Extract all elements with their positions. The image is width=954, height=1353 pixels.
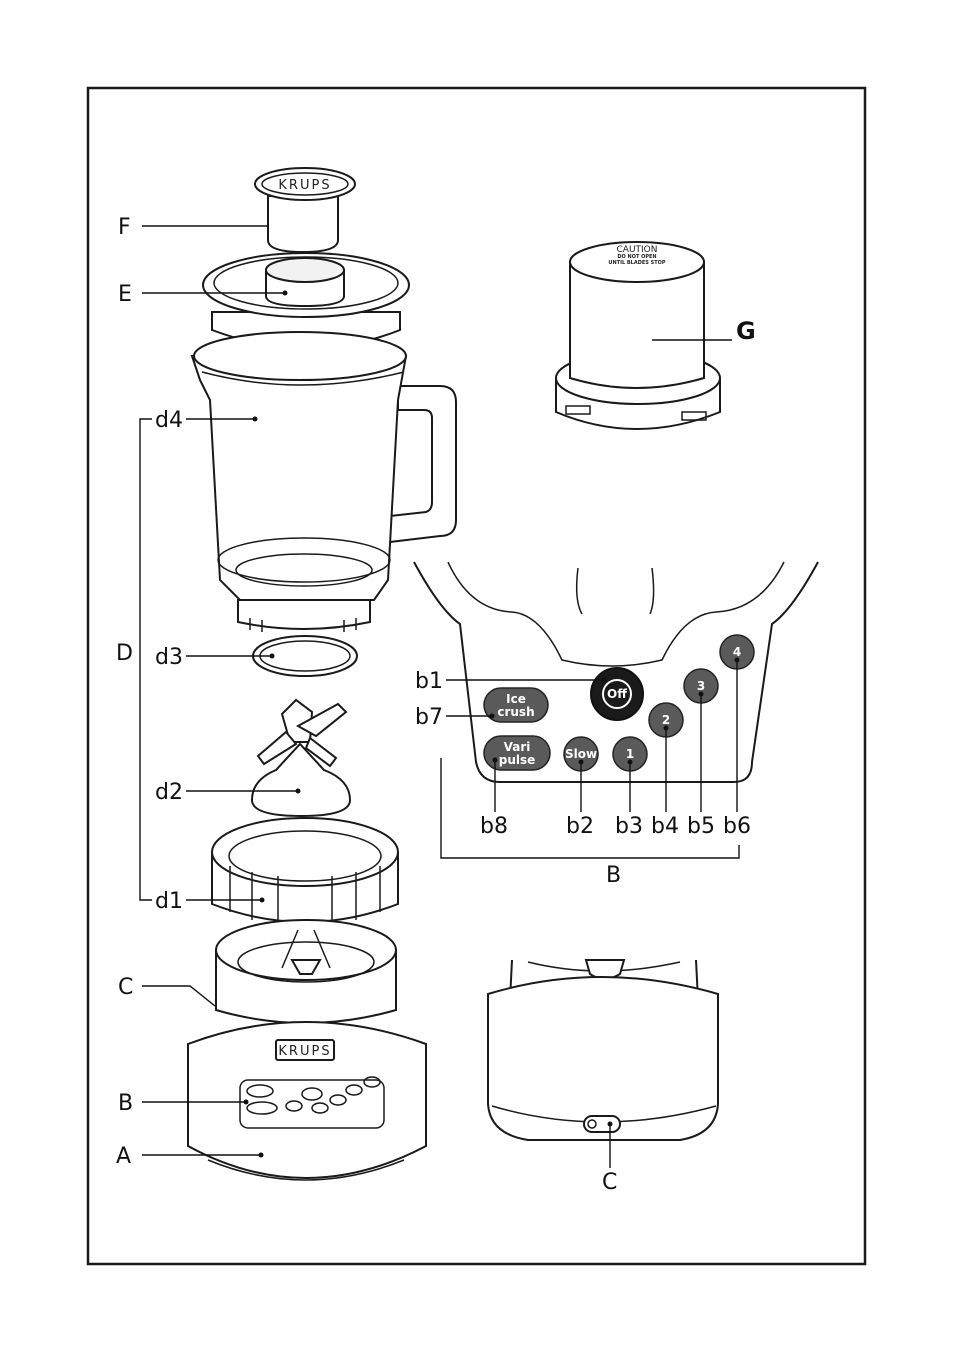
blade-assembly-illustration [250, 698, 352, 818]
label-B: B [118, 1091, 133, 1116]
label-A: A [116, 1144, 131, 1169]
label-b5: b5 [687, 814, 715, 839]
slow-button[interactable]: Slow [563, 736, 599, 772]
measuring-cap-illustration: KRUPS [254, 167, 356, 254]
label-d1: d1 [155, 889, 183, 914]
label-C-rear: C [602, 1170, 617, 1195]
label-b8: b8 [480, 814, 508, 839]
lid-illustration [202, 252, 410, 353]
ice-crush-label-line1: Ice [506, 692, 526, 706]
mill-attachment-illustration: CAUTION DO NOT OPEN UNTIL BLADES STOP [555, 241, 721, 430]
cap-brand-text: KRUPS [278, 178, 331, 193]
ice-crush-button[interactable]: Ice crush [483, 687, 549, 723]
label-b2: b2 [566, 814, 594, 839]
mill-warning-line2: UNTIL BLADES STOP [608, 260, 665, 266]
motor-base-illustration: KRUPS [187, 919, 427, 1181]
label-d3: d3 [155, 645, 183, 670]
mill-caution-text: CAUTION [617, 245, 658, 255]
speed-4-label: 4 [733, 645, 741, 659]
label-E: E [118, 282, 132, 307]
speed-3-label: 3 [697, 679, 705, 693]
label-d2: d2 [155, 780, 183, 805]
control-panel-closeup: Off Ice crush Vari pulse Slow 1 2 [413, 561, 819, 783]
locking-ring-illustration [211, 817, 399, 926]
speed-2-label: 2 [662, 713, 670, 727]
vari-pulse-label-line1: Vari [504, 740, 531, 754]
ice-crush-label-line2: crush [497, 705, 534, 719]
vari-pulse-label-line2: pulse [499, 753, 536, 767]
off-button[interactable]: Off [590, 667, 644, 721]
part-labels: F E d4 D d3 d2 d1 C B A G b1 b7 b8 b2 b3… [116, 215, 756, 1195]
leader-lines [139, 225, 740, 1168]
label-b6: b6 [723, 814, 751, 839]
base-brand-text: KRUPS [278, 1044, 331, 1059]
slow-button-label: Slow [565, 747, 597, 761]
off-button-label: Off [607, 687, 627, 701]
vari-pulse-button[interactable]: Vari pulse [483, 735, 551, 771]
jug-illustration [190, 331, 457, 632]
label-b1: b1 [415, 669, 443, 694]
label-b7: b7 [415, 705, 443, 730]
base-rear-view [487, 959, 719, 1141]
mill-warning-line1: DO NOT OPEN [617, 254, 656, 260]
speed-1-label: 1 [626, 747, 634, 761]
label-d4: d4 [155, 408, 183, 433]
label-B-group: B [606, 863, 621, 888]
label-b3: b3 [615, 814, 643, 839]
label-C: C [118, 975, 133, 1000]
frame-border [86, 86, 867, 1266]
label-b4: b4 [651, 814, 679, 839]
label-F: F [118, 215, 131, 240]
label-G: G [736, 317, 756, 345]
label-D: D [116, 641, 133, 666]
